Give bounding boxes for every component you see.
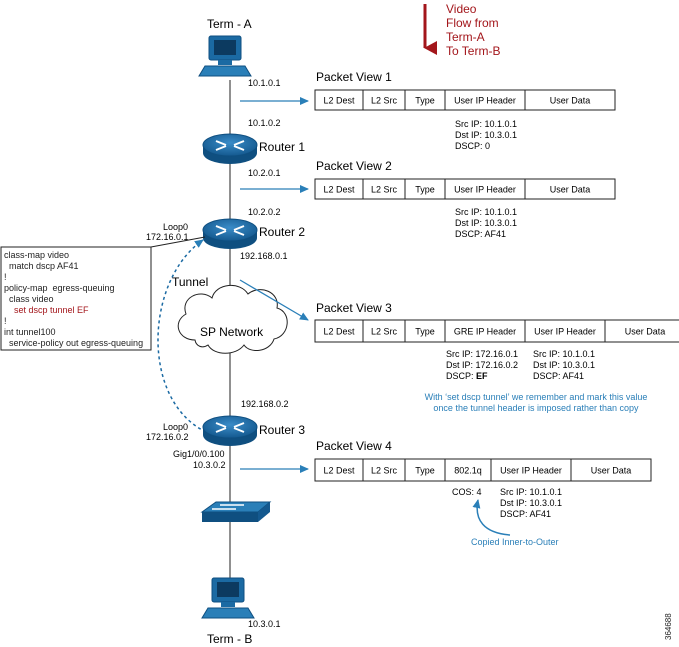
term-b-label: Term - B — [207, 632, 252, 646]
config-line: ! — [4, 272, 7, 282]
router2-ip-top: 10.2.0.2 — [248, 207, 281, 217]
packet-detail: Dst IP: 10.3.0.1 — [533, 360, 595, 370]
packet-detail: Dst IP: 10.3.0.1 — [455, 130, 517, 140]
packet-field-label: User IP Header — [454, 96, 516, 106]
packet-field-label: L2 Src — [371, 466, 398, 476]
flow-note: Video Flow from Term-A To Term-B — [446, 2, 502, 58]
packet-detail: DSCP: 0 — [455, 141, 490, 151]
packet-detail: Src IP: 172.16.0.1 — [446, 349, 518, 359]
router3-loop-ip: 172.16.0.2 — [146, 432, 189, 442]
dscp-ef-value: EF — [476, 371, 488, 381]
packet-field-label: L2 Src — [371, 327, 398, 337]
packet-field-label: GRE IP Header — [454, 327, 516, 337]
packet-field — [524, 178, 616, 200]
packet-field-label: Type — [415, 185, 435, 195]
packet-field-label: L2 Src — [371, 96, 398, 106]
router3-ip-top: 192.168.0.2 — [241, 399, 289, 409]
config-line: set dscp tunnel EF — [4, 305, 89, 315]
packet-view-title: Packet View 4 — [316, 439, 392, 453]
pv3-arrow — [239, 279, 309, 321]
packet-field-label: User IP Header — [454, 185, 516, 195]
packet-field-label: User Data — [625, 327, 666, 337]
packet-field-label: User Data — [550, 185, 591, 195]
packet-view-title: Packet View 1 — [316, 70, 392, 84]
tunnel-path — [157, 239, 207, 433]
config-connector — [150, 236, 206, 248]
packet-field-label: User Data — [591, 466, 632, 476]
packet-field-label: User IP Header — [534, 327, 596, 337]
router1-ip-bottom: 10.2.0.1 — [248, 168, 281, 178]
router3-gig-label: Gig1/0/0.100 — [173, 449, 225, 459]
packet-detail: DSCP: AF41 — [500, 509, 551, 519]
packet-view-title: Packet View 3 — [316, 301, 392, 315]
config-line: match dscp AF41 — [4, 261, 79, 271]
packet-detail: DSCP: AF41 — [455, 229, 506, 239]
packet-field-label: L2 Dest — [323, 185, 355, 195]
packet-field-label: User IP Header — [500, 466, 562, 476]
config-text: class-map video match dscp AF41!policy-m… — [4, 250, 143, 348]
packet-field-label: User Data — [550, 96, 591, 106]
config-line: policy-map egress-queuing — [4, 283, 115, 293]
router2-ip-bottom: 192.168.0.1 — [240, 251, 288, 261]
packet-field-label: Type — [415, 327, 435, 337]
packet-detail: Dst IP: 10.3.0.1 — [455, 218, 517, 228]
copy-note: Copied Inner-to-Outer — [471, 537, 559, 547]
packet-field-label: L2 Dest — [323, 327, 355, 337]
packet-detail: Src IP: 10.1.0.1 — [455, 119, 517, 129]
computer-icon — [201, 577, 255, 619]
router-icon — [202, 133, 258, 164]
figure-id: 364688 — [664, 613, 673, 640]
packet-view-title: Packet View 2 — [316, 159, 392, 173]
packet-field — [570, 458, 652, 482]
router-icon — [202, 415, 258, 446]
router-icon — [202, 218, 258, 249]
packet-field-label: L2 Src — [371, 185, 398, 195]
term-a-label: Term - A — [207, 17, 252, 31]
term-b-ip: 10.3.0.1 — [248, 619, 281, 629]
term-a-ip: 10.1.0.1 — [248, 78, 281, 88]
packet-field — [604, 319, 679, 343]
packet-field-label: Type — [415, 96, 435, 106]
router1-label: Router 1 — [259, 140, 305, 154]
router3-label: Router 3 — [259, 423, 305, 437]
cloud-label: SP Network — [200, 325, 264, 339]
copy-arrow — [472, 499, 511, 536]
router3-loop-label: Loop0 — [163, 422, 188, 432]
cloud-icon — [177, 285, 288, 354]
config-box — [0, 246, 152, 351]
router3-gig-ip: 10.3.0.2 — [193, 460, 226, 470]
packet-detail: Dst IP: 172.16.0.2 — [446, 360, 518, 370]
config-line: class video — [4, 294, 54, 304]
switch-icon — [200, 501, 272, 522]
tunnel-label: Tunnel — [172, 275, 208, 289]
packet-detail: COS: 4 — [452, 487, 482, 497]
packet-detail: DSCP: AF41 — [533, 371, 584, 381]
packet-detail: Src IP: 10.1.0.1 — [533, 349, 595, 359]
packet-field-label: 802.1q — [454, 466, 482, 476]
packet-field-label: Type — [415, 466, 435, 476]
packet-detail: DSCP: EF — [446, 371, 488, 381]
packet-field-label: L2 Dest — [323, 96, 355, 106]
computer-icon — [198, 35, 252, 77]
router1-ip-top: 10.1.0.2 — [248, 118, 281, 128]
tunnel-note: With ‘set dscp tunnel’ we remember and m… — [425, 392, 648, 402]
packet-detail: Src IP: 10.1.0.1 — [455, 207, 517, 217]
tunnel-note: once the tunnel header is imposed rather… — [433, 403, 639, 413]
router2-loop-label: Loop0 — [163, 222, 188, 232]
packet-detail: Src IP: 10.1.0.1 — [500, 487, 562, 497]
router2-label: Router 2 — [259, 225, 305, 239]
packet-field-label: L2 Dest — [323, 466, 355, 476]
config-line: class-map video — [4, 250, 69, 260]
config-line: int tunnel100 — [4, 327, 56, 337]
router2-loop-ip: 172.16.0.1 — [146, 232, 189, 242]
config-line: ! — [4, 316, 7, 326]
config-line: service-policy out egress-queuing — [4, 338, 143, 348]
packet-detail: Dst IP: 10.3.0.1 — [500, 498, 562, 508]
packet-field — [524, 89, 616, 111]
